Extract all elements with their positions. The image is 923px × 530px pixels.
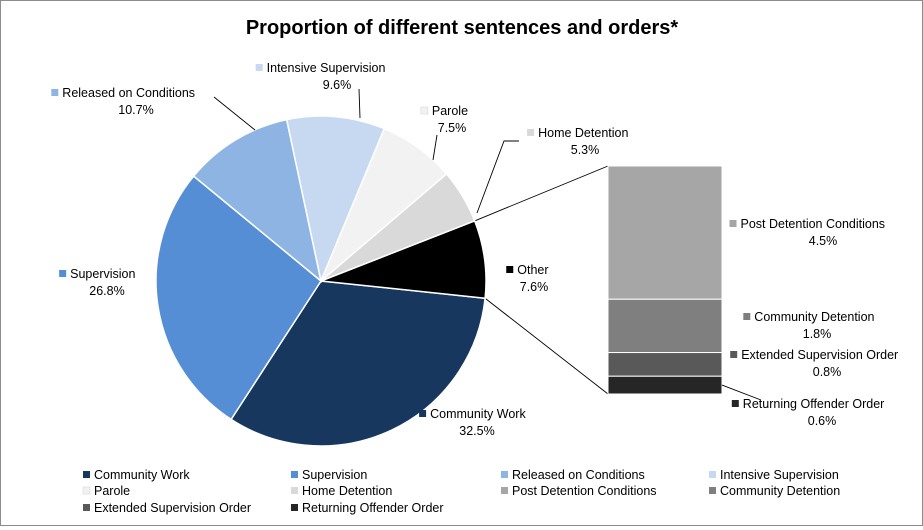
label-key-other: [506, 266, 514, 273]
pie-slices: [155, 115, 487, 447]
legend-key-home-detention: [291, 487, 298, 494]
label-key-post-detention-conditions: [729, 220, 737, 227]
label-name-post-detention-conditions: Post Detention Conditions: [741, 217, 886, 231]
legend-label-released-on-conditions: Released on Conditions: [512, 468, 645, 482]
legend-label-intensive-supervision: Intensive Supervision: [720, 468, 839, 482]
legend-label-community-detention: Community Detention: [720, 484, 840, 498]
leader-parole: [432, 134, 438, 161]
label-key-community-detention: [743, 313, 751, 320]
legend-label-parole: Parole: [94, 484, 130, 498]
pie-slice-supervision: [155, 175, 322, 421]
legend-key-intensive-supervision: [709, 471, 716, 478]
label-name-community-work: Community Work: [430, 407, 526, 421]
label-key-extended-supervision-order: [730, 351, 738, 358]
label-name-released-on-conditions: Released on Conditions: [62, 86, 195, 100]
legend-key-returning-offender-order: [291, 504, 298, 511]
connector-lines: [474, 165, 609, 395]
label-name-home-detention: Home Detention: [538, 126, 628, 140]
label-value-parole: 7.5%: [438, 121, 467, 135]
legend: Community Work Supervision Released on Con…: [82, 468, 840, 515]
connector-top: [474, 165, 609, 222]
label-value-home-detention: 5.3%: [571, 143, 600, 157]
legend-label-extended-supervision-order: Extended Supervision Order: [94, 501, 251, 515]
label-value-returning-offender-order: 0.6%: [808, 414, 837, 428]
label-name-returning-offender-order: Returning Offender Order: [743, 397, 885, 411]
label-name-parole: Parole: [432, 104, 468, 118]
legend-key-supervision: [291, 471, 298, 478]
label-value-community-detention: 1.8%: [803, 327, 832, 341]
label-name-extended-supervision-order: Extended Supervision Order: [741, 348, 898, 362]
stacked-bar: [607, 165, 723, 395]
pie-slice-released-on-conditions: [192, 118, 323, 283]
label-name-intensive-supervision: Intensive Supervision: [267, 61, 386, 75]
legend-key-extended-supervision-order: [83, 504, 90, 511]
label-value-supervision: 26.8%: [89, 284, 124, 298]
label-value-intensive-supervision: 9.6%: [323, 78, 352, 92]
legend-key-community-detention: [709, 487, 716, 494]
label-key-returning-offender-order: [731, 400, 739, 407]
pie-slice-other: [320, 219, 487, 300]
label-value-post-detention-conditions: 4.5%: [809, 234, 838, 248]
label-key-supervision: [59, 270, 67, 277]
leader-returning-offender-order: [721, 384, 762, 401]
legend-label-post-detention-conditions: Post Detention Conditions: [512, 484, 657, 498]
label-key-intensive-supervision: [255, 64, 263, 71]
label-value-other: 7.6%: [520, 280, 549, 294]
label-name-community-detention: Community Detention: [754, 310, 874, 324]
pie-slice-intensive-supervision: [285, 115, 386, 284]
label-key-released-on-conditions: [51, 89, 59, 96]
legend-key-parole: [82, 486, 91, 495]
legend-label-home-detention: Home Detention: [302, 484, 392, 498]
data-labels: Community Work 32.5% Supervision 26.8% Relea…: [51, 61, 898, 438]
leader-lines: [213, 88, 762, 401]
leader-home-detention: [476, 140, 519, 214]
label-value-released-on-conditions: 10.7%: [118, 103, 153, 117]
bar-segment-extended-supervision-order: [607, 352, 723, 377]
label-name-supervision: Supervision: [70, 267, 135, 281]
leader-intensive-supervision: [358, 88, 361, 119]
label-key-parole: [420, 106, 429, 115]
bar-segment-community-detention: [607, 298, 723, 354]
legend-key-community-work: [83, 471, 90, 478]
label-key-community-work: [419, 410, 427, 417]
label-value-community-work: 32.5%: [459, 424, 494, 438]
legend-label-supervision: Supervision: [302, 468, 367, 482]
legend-label-returning-offender-order: Returning Offender Order: [302, 501, 444, 515]
chart-title: Proportion of different sentences and or…: [246, 17, 679, 39]
legend-key-released-on-conditions: [501, 471, 508, 478]
legend-label-community-work: Community Work: [94, 468, 190, 482]
label-key-home-detention: [527, 129, 535, 136]
leader-released-on-conditions: [213, 96, 256, 131]
label-value-extended-supervision-order: 0.8%: [813, 365, 842, 379]
legend-key-post-detention-conditions: [501, 487, 508, 494]
bar-segment-post-detention-conditions: [607, 165, 723, 300]
connector-bottom: [484, 297, 609, 395]
label-name-other: Other: [517, 263, 548, 277]
bar-segment-returning-offender-order: [607, 375, 723, 395]
